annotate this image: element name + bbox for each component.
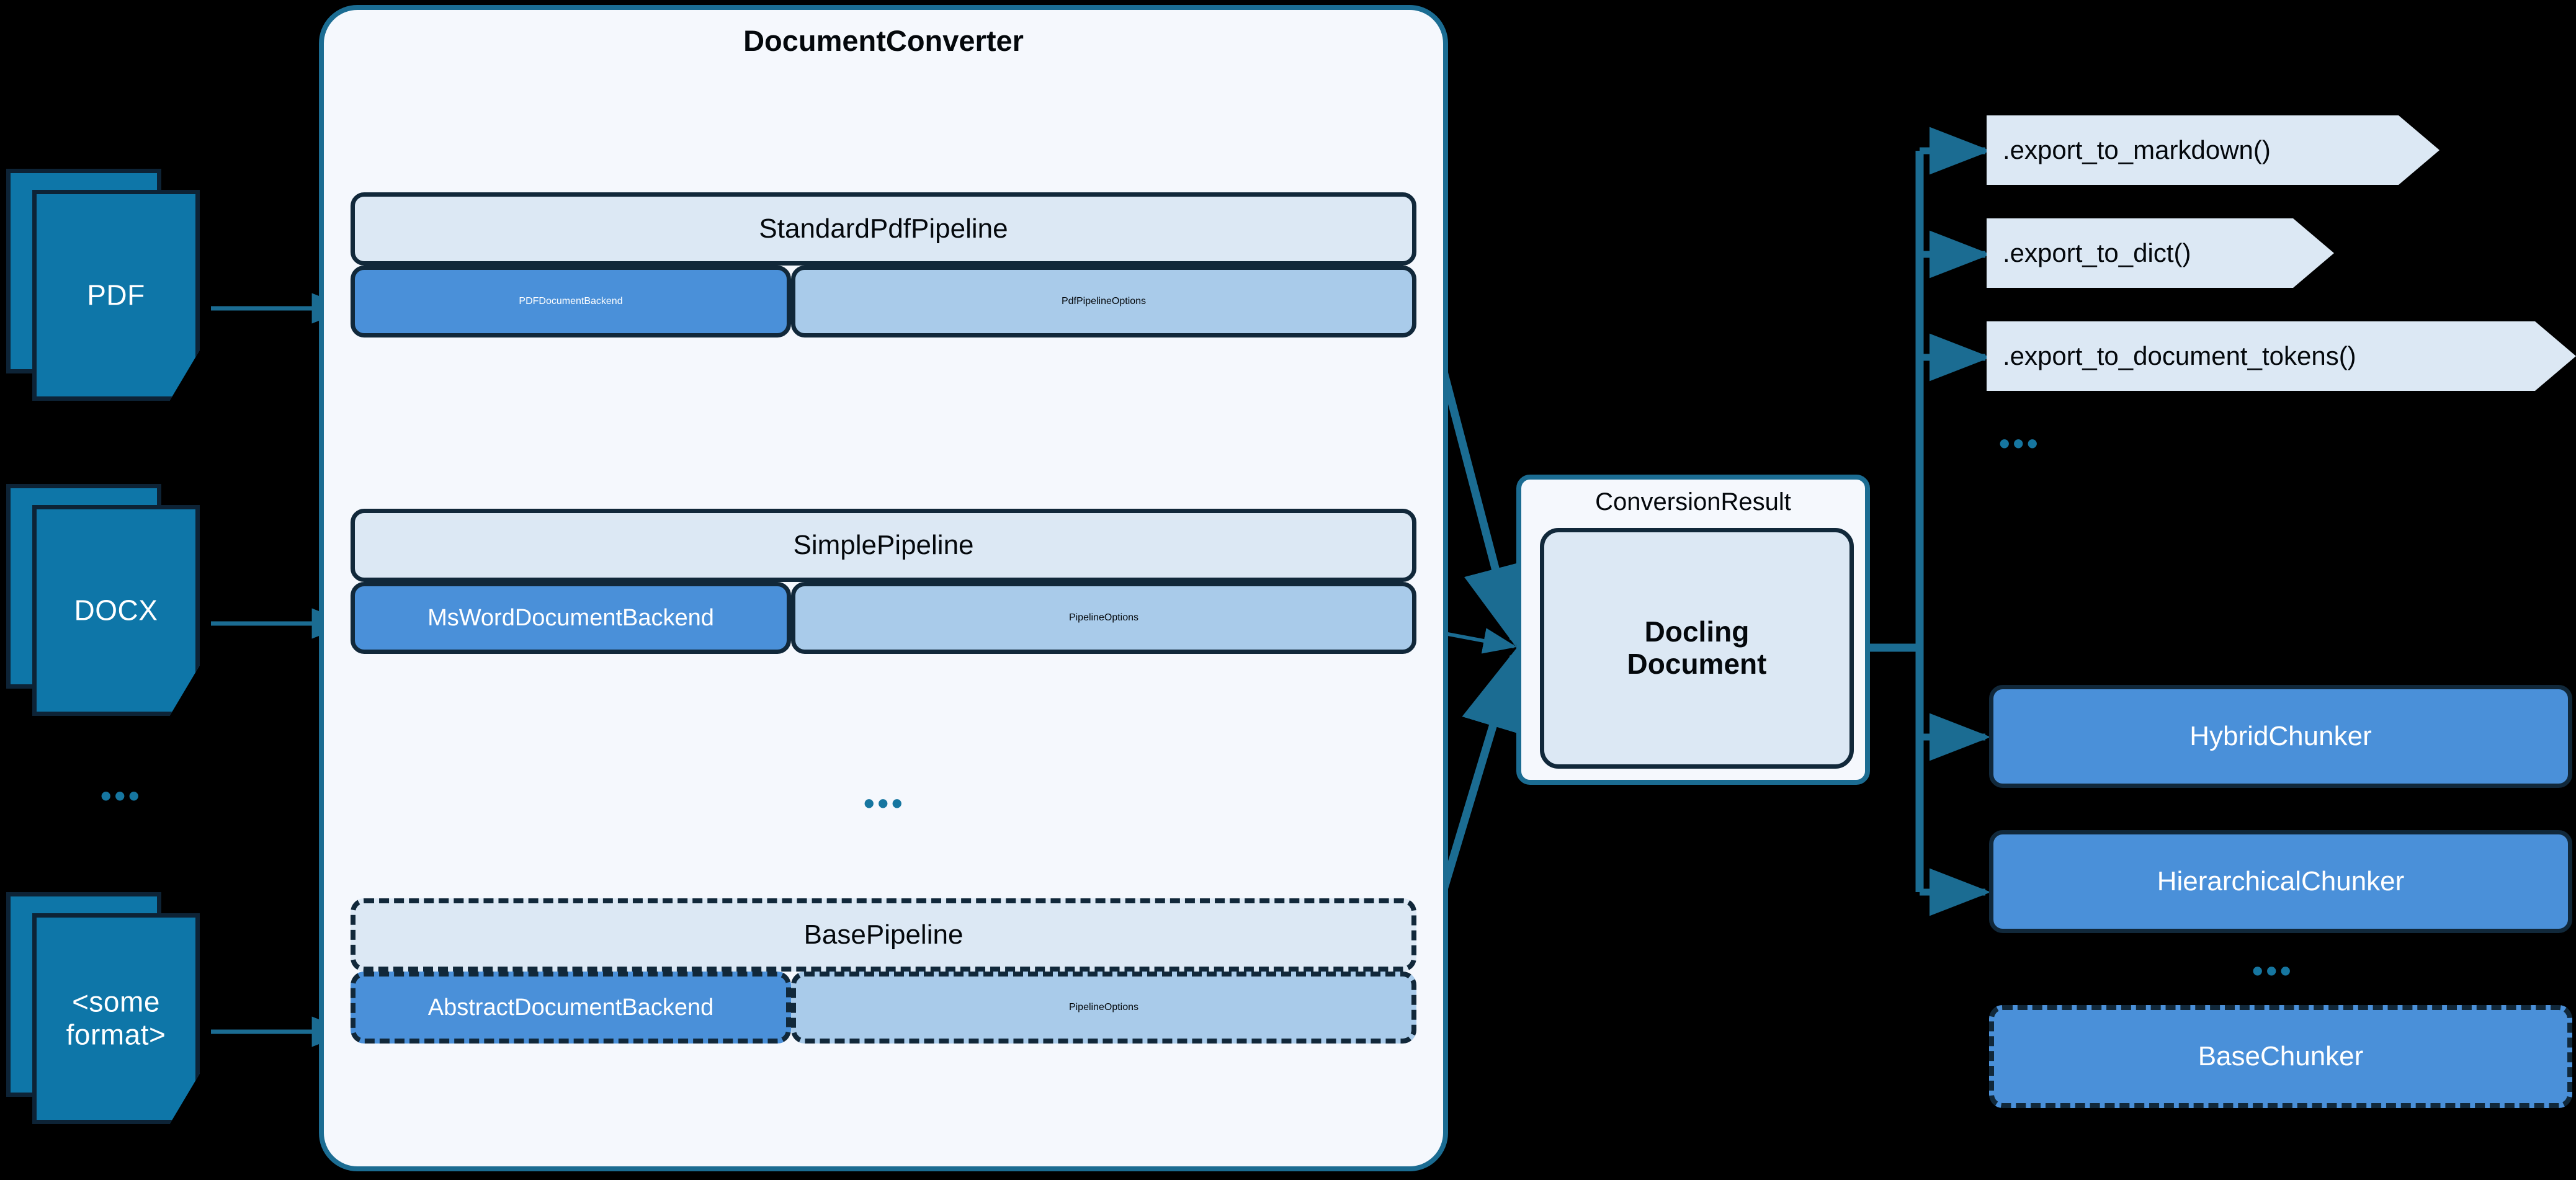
pipeline-name: SimplePipeline [793, 530, 974, 560]
options-simple-pipeline[interactable]: PipelineOptions [791, 582, 1416, 654]
export-markdown-chevron[interactable]: .export_to_markdown() [1987, 115, 2440, 185]
backend-standard-pdf-pipeline[interactable]: PDFDocumentBackend [351, 266, 791, 337]
backend-simple-pipeline[interactable]: MsWordDocumentBackend [351, 582, 791, 654]
input-document-pdf[interactable]: PDF [6, 169, 211, 417]
exports-ellipsis: ••• [1999, 426, 2041, 461]
pdf-front-sheet: PDF [32, 190, 200, 401]
conversion-result-title: ConversionResult [1595, 488, 1791, 516]
pipeline-name: StandardPdfPipeline [759, 213, 1008, 244]
chunker-hybrid[interactable]: HybridChunker [1989, 685, 2572, 788]
chunker-base[interactable]: BaseChunker [1989, 1005, 2572, 1108]
pipeline-head-simple-pipeline[interactable]: SimplePipeline [351, 509, 1416, 582]
input-document-docx[interactable]: DOCX [6, 484, 211, 732]
pipeline-name: BasePipeline [803, 919, 964, 950]
docx-front-sheet: DOCX [32, 505, 200, 716]
chunkers-ellipsis: ••• [2252, 954, 2294, 988]
pipeline-head-base-pipeline[interactable]: BasePipeline [351, 898, 1416, 972]
options-base-pipeline[interactable]: PipelineOptions [791, 972, 1416, 1044]
page-title: DocumentConverter [743, 24, 1024, 57]
docx-label: DOCX [74, 594, 158, 627]
chunker-hierarchical[interactable]: HierarchicalChunker [1989, 830, 2572, 933]
export-document-tokens-chevron[interactable]: .export_to_document_tokens() [1987, 321, 2576, 391]
backend-base-pipeline[interactable]: AbstractDocumentBackend [351, 972, 791, 1044]
export-dict-chevron[interactable]: .export_to_dict() [1987, 218, 2334, 288]
converter-ellipsis: ••• [864, 786, 906, 821]
options-standard-pdf-pipeline[interactable]: PdfPipelineOptions [791, 266, 1416, 337]
pipeline-head-standard-pdf-pipeline[interactable]: StandardPdfPipeline [351, 192, 1416, 266]
pdf-label: PDF [87, 279, 145, 311]
input-ellipsis: ••• [101, 779, 143, 813]
